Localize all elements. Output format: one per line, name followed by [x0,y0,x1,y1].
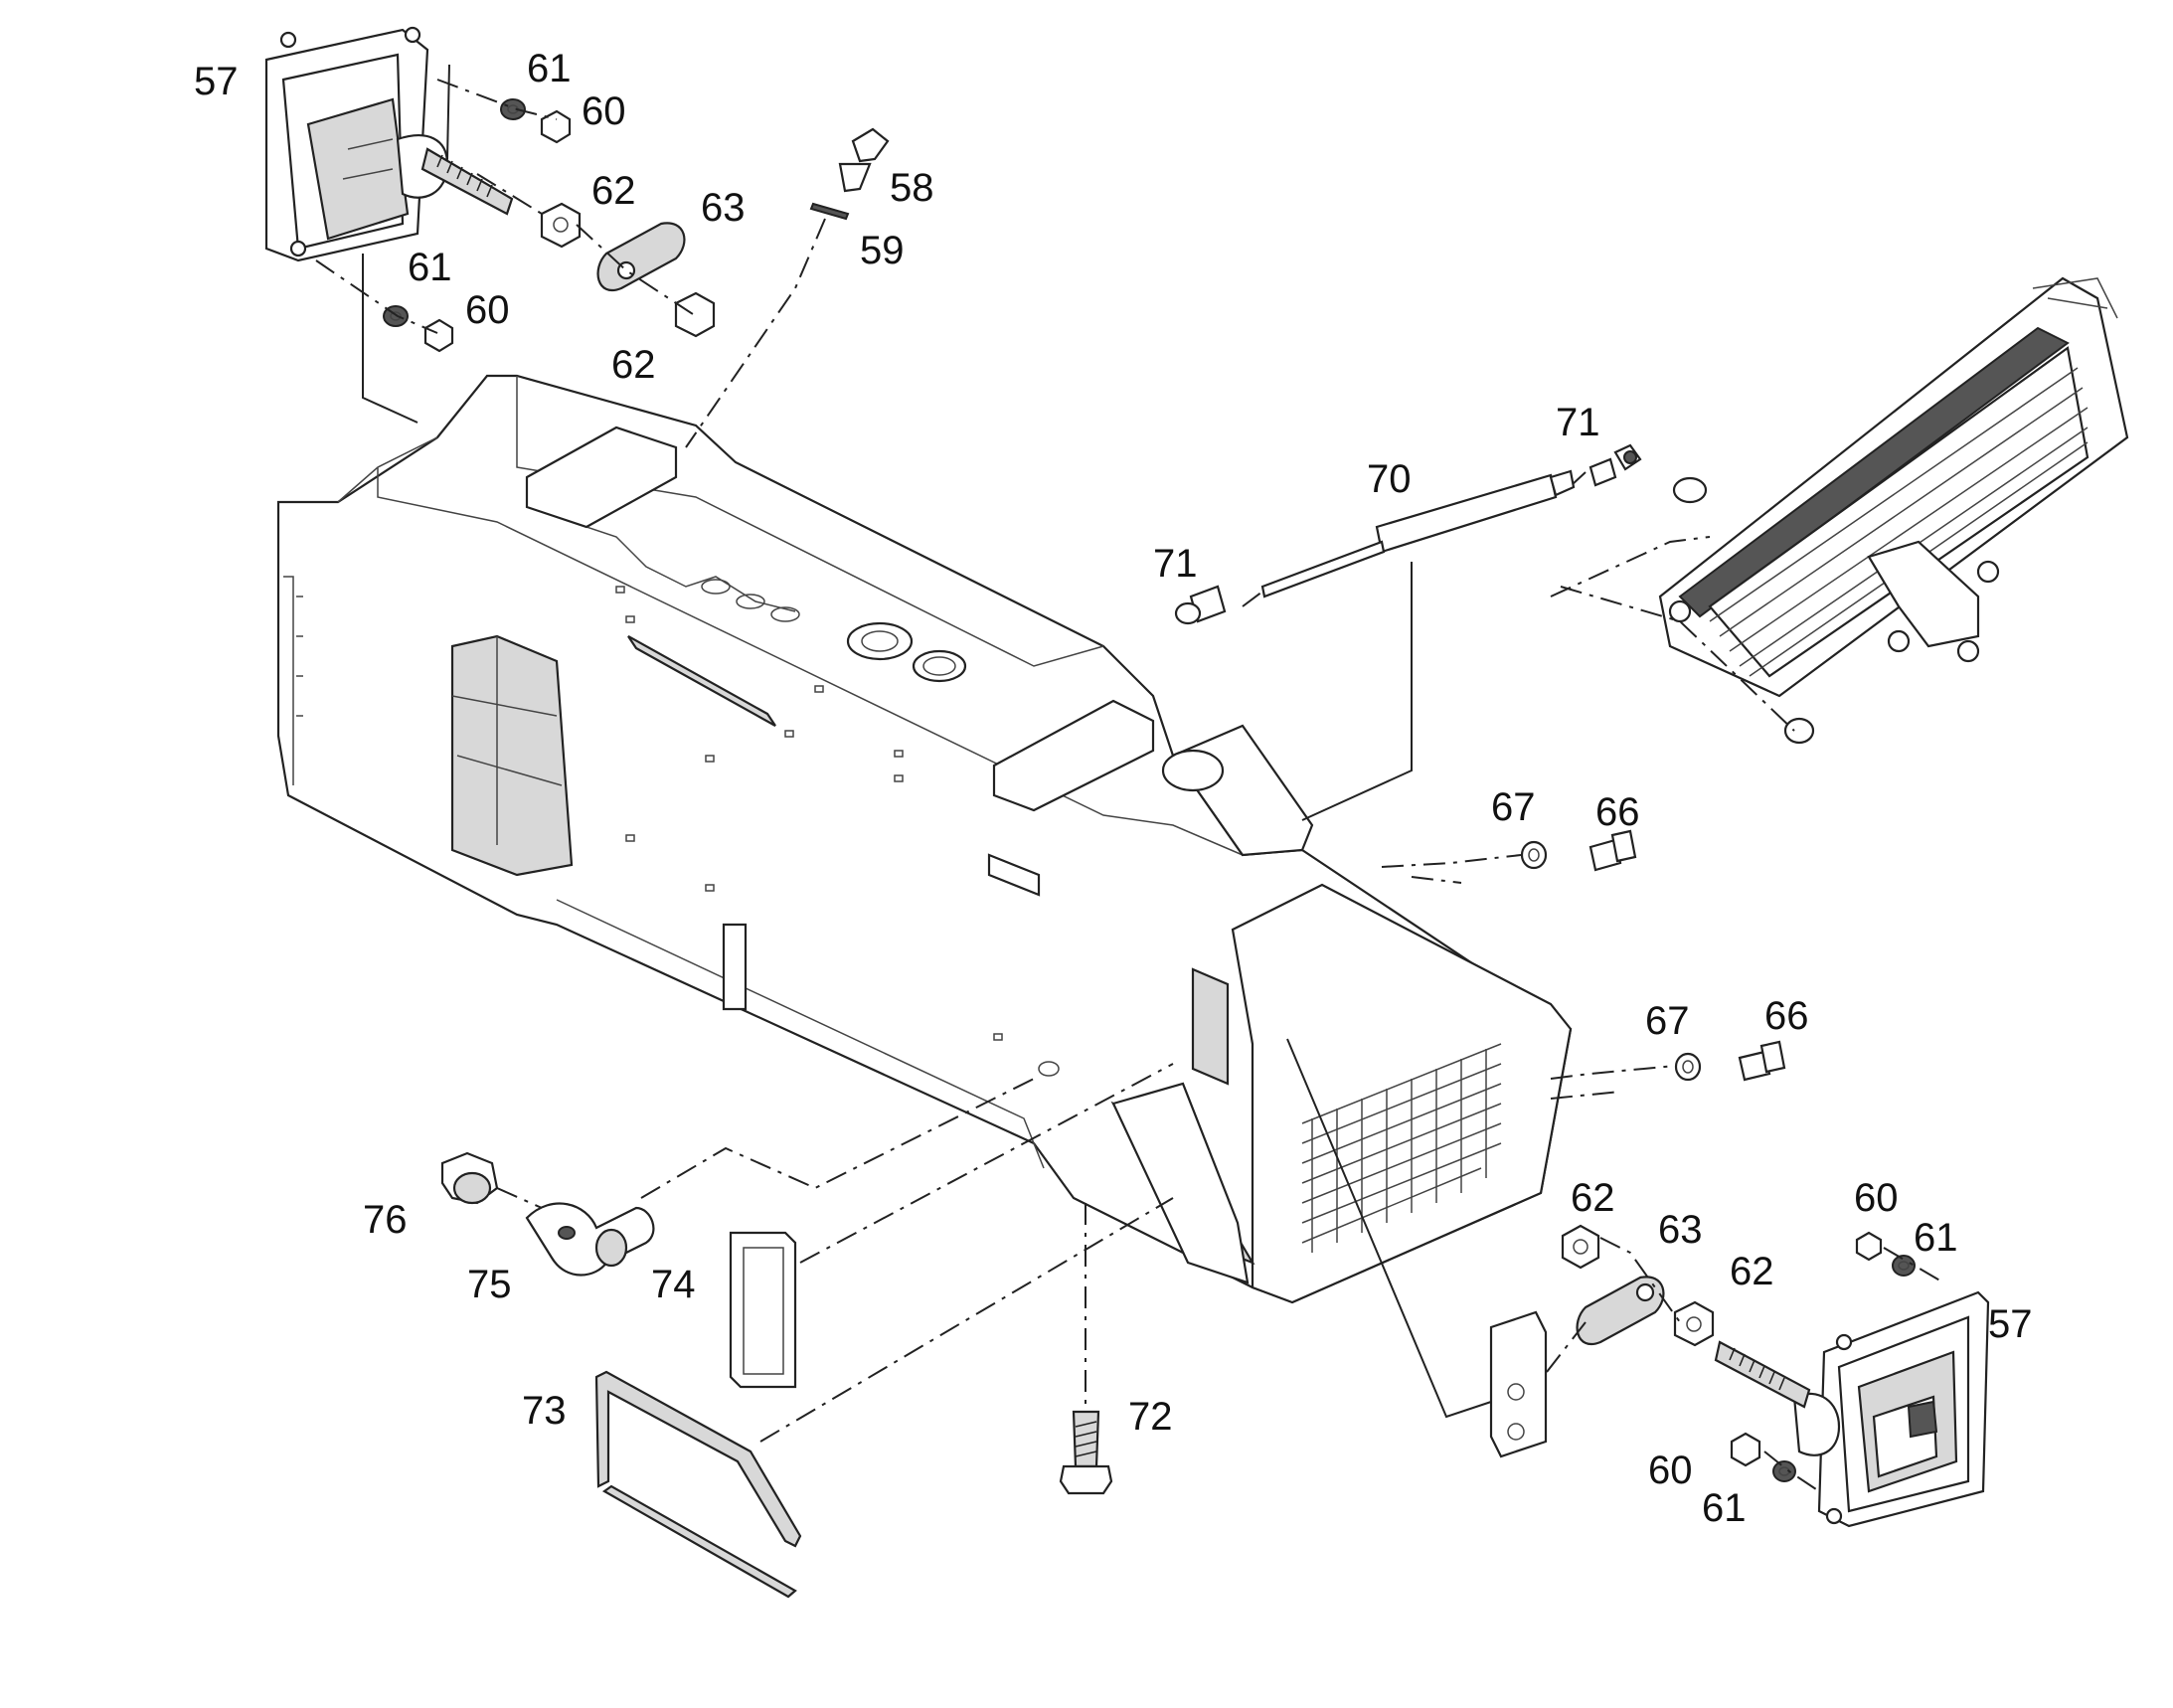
label-61-right-top: 61 [1914,1216,1958,1260]
label-72: 72 [1128,1395,1173,1439]
label-66-bottom: 66 [1764,994,1809,1038]
label-76: 76 [363,1198,408,1242]
hopper-top-right [1658,276,2129,745]
label-75: 75 [467,1263,512,1306]
top-left-hardware [383,98,890,353]
label-74: 74 [651,1263,696,1306]
lamp-stud-right [1714,1340,1811,1409]
label-67-bottom: 67 [1645,999,1690,1043]
lamp-stud [420,147,514,216]
right-fasteners [1520,829,1786,1082]
lamp-top-left [264,26,514,262]
label-60-right-top: 60 [1854,1176,1899,1220]
label-60-mid: 60 [465,288,510,332]
label-58: 58 [890,166,934,210]
label-73: 73 [522,1389,567,1433]
label-71-right: 71 [1556,401,1600,444]
label-57-top: 57 [194,60,239,103]
label-71-left: 71 [1153,542,1198,586]
label-70: 70 [1367,457,1412,501]
label-62-mid: 62 [611,343,656,387]
lamp-bottom-right [1714,1290,1990,1528]
chute-grid [1301,1043,1502,1253]
callout-labels: 57 61 60 62 63 61 60 62 58 59 71 70 71 6… [194,47,2033,1530]
label-63-right: 63 [1658,1208,1703,1252]
label-60-top: 60 [582,89,626,133]
label-61-top: 61 [527,47,572,90]
label-66-top: 66 [1595,790,1640,834]
label-57-right: 57 [1988,1302,2033,1346]
label-63-top: 63 [701,186,746,230]
label-62-top: 62 [591,169,636,213]
gas-strut [1174,443,1708,625]
bottom-left-parts [440,1151,1113,1599]
label-61-right-bottom: 61 [1702,1486,1747,1530]
label-62-right-b: 62 [1730,1250,1774,1293]
main-housing [276,374,1573,1304]
label-60-right-bottom: 60 [1648,1449,1693,1492]
label-59: 59 [860,229,905,272]
label-62-right-a: 62 [1571,1176,1615,1220]
bottom-right-hardware [1489,1224,1916,1482]
label-61-mid: 61 [408,246,452,289]
label-67-top: 67 [1491,785,1536,829]
